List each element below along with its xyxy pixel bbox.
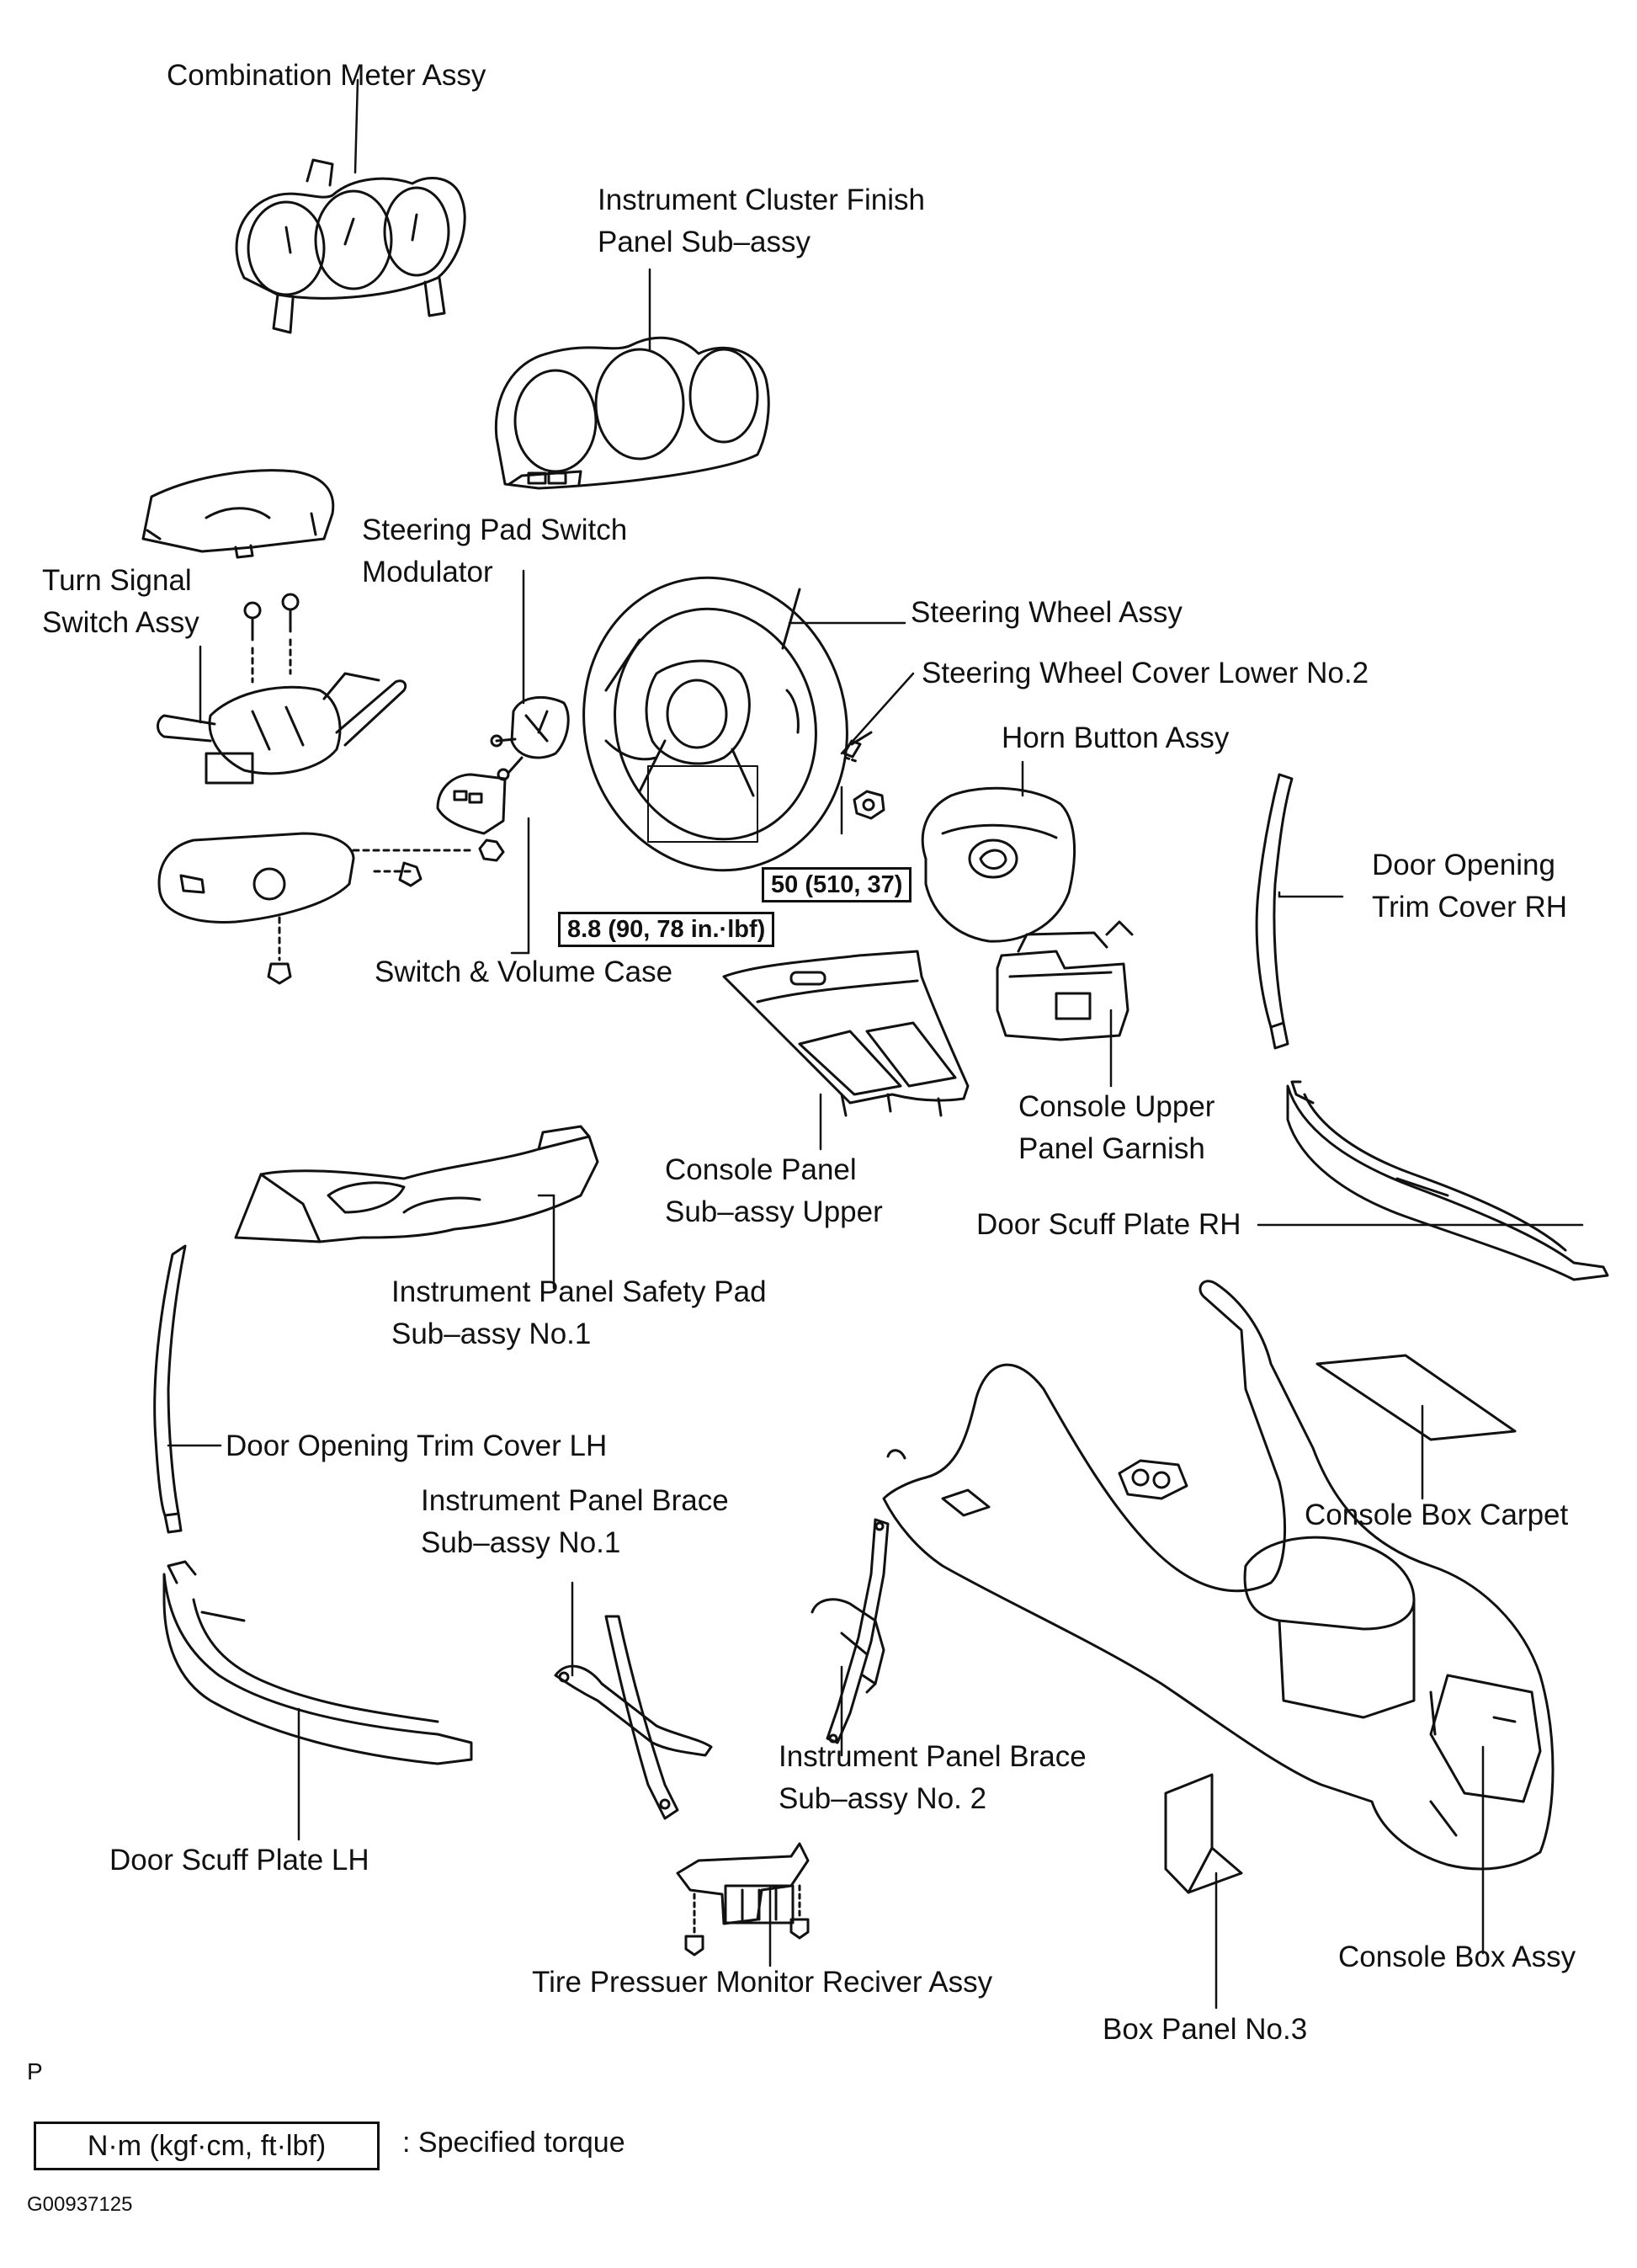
steering-pad-modulator-drawing: [492, 697, 568, 780]
label-door-scuff-rh: Door Scuff Plate RH: [976, 1208, 1241, 1241]
label-horn-button: Horn Button Assy: [1002, 721, 1230, 754]
label-brace-no1: Instrument Panel Brace Sub–assy No.1: [421, 1484, 729, 1559]
door-trim-lh-drawing: [155, 1246, 185, 1532]
label-safety-pad: Instrument Panel Safety Pad Sub–assy No.…: [391, 1275, 767, 1350]
console-box-carpet-drawing: [1317, 1355, 1515, 1440]
label-steering-wheel-cover: Steering Wheel Cover Lower No.2: [922, 657, 1369, 689]
label-steering-pad-modulator: Steering Pad Switch Modulator: [362, 514, 628, 588]
tire-monitor-drawing: [678, 1844, 808, 1955]
label-steering-wheel: Steering Wheel Assy: [911, 596, 1183, 629]
turn-signal-switch-drawing: [158, 594, 406, 783]
label-brace-no2: Instrument Panel Brace Sub–assy No. 2: [779, 1740, 1087, 1815]
brace-no1-drawing: [555, 1616, 711, 1818]
label-console-garnish: Console Upper Panel Garnish: [1018, 1090, 1215, 1165]
column-cover-upper-drawing: [143, 471, 333, 557]
label-door-scuff-lh: Door Scuff Plate LH: [109, 1844, 369, 1877]
label-box-panel-no3: Box Panel No.3: [1103, 2013, 1308, 2046]
door-trim-rh-drawing: [1257, 775, 1292, 1048]
console-garnish-drawing: [997, 922, 1132, 1040]
label-turn-signal-switch: Turn Signal Switch Assy: [42, 564, 199, 639]
door-scuff-rh-drawing: [1288, 1082, 1608, 1280]
cluster-finish-panel-drawing: [496, 338, 768, 488]
steering-nut-drawing: [854, 791, 884, 818]
label-cluster-finish-panel: Instrument Cluster Finish Panel Sub–assy: [598, 184, 926, 258]
cover-lower-clip-drawing: [844, 732, 871, 762]
combination-meter-drawing: [237, 160, 465, 333]
safety-pad-drawing: [236, 1126, 598, 1242]
column-cover-lower-drawing: [159, 833, 503, 983]
torque-steering-screw: 8.8 (90, 78 in.·lbf): [558, 912, 775, 947]
label-door-trim-lh: Door Opening Trim Cover LH: [226, 1429, 608, 1462]
steering-wheel-drawing: [551, 548, 880, 900]
label-console-box: Console Box Assy: [1338, 1941, 1576, 1973]
console-panel-upper-drawing: [724, 951, 968, 1115]
legend-torque-unit: N·m (kgf·cm, ft·lbf): [34, 2122, 380, 2170]
box-panel-no3-drawing: [1166, 1775, 1241, 1893]
legend-torque-text: : Specified torque: [402, 2127, 625, 2159]
console-box-drawing: [884, 1281, 1553, 1869]
label-combination-meter: Combination Meter Assy: [167, 59, 486, 92]
page-mark: P: [27, 2058, 43, 2084]
label-switch-volume-case: Switch & Volume Case: [375, 956, 673, 988]
torque-steering-nut: 50 (510, 37): [762, 867, 912, 902]
label-console-panel-upper: Console Panel Sub–assy Upper: [665, 1153, 883, 1228]
horn-button-drawing: [922, 788, 1074, 941]
figure-code: G00937125: [27, 2193, 133, 2216]
label-console-box-carpet: Console Box Carpet: [1305, 1499, 1569, 1531]
door-scuff-lh-drawing: [164, 1562, 471, 1764]
label-tire-monitor: Tire Pressuer Monitor Reciver Assy: [532, 1966, 993, 1999]
switch-volume-case-drawing: [438, 775, 505, 833]
brace-no2-drawing: [812, 1520, 888, 1743]
label-door-trim-rh: Door Opening Trim Cover RH: [1372, 849, 1568, 924]
